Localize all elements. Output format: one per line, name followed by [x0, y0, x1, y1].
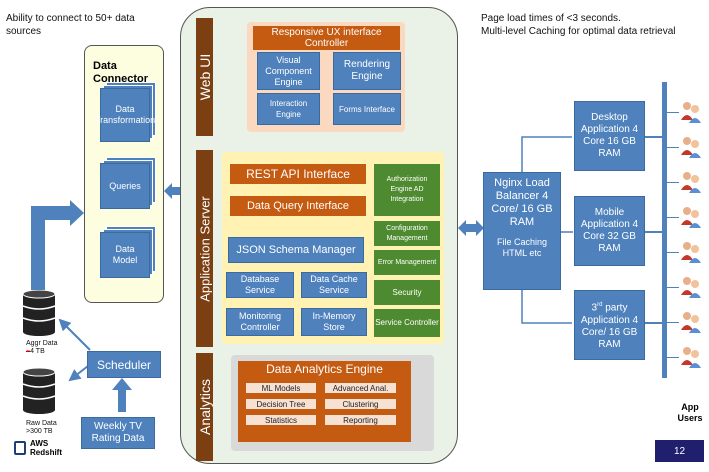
user-connector — [667, 322, 679, 323]
user-icon — [680, 100, 702, 124]
upload-arrow — [31, 206, 70, 290]
decision-tree-item[interactable]: Decision Tree — [245, 398, 317, 410]
ml-models-item[interactable]: ML Models — [245, 382, 317, 394]
nginx-desktop-arrow — [517, 136, 572, 180]
raw-database-icon — [22, 368, 56, 414]
user-icon — [680, 135, 702, 159]
scheduler-box[interactable]: Scheduler — [87, 351, 161, 378]
clustering-item[interactable]: Clustering — [324, 398, 397, 410]
analytics-engine-title: Data Analytics Engine — [266, 362, 383, 376]
database-service[interactable]: Database Service — [226, 272, 294, 298]
upload-arrow-head — [70, 200, 84, 226]
user-icon — [680, 275, 702, 299]
statistics-item[interactable]: Statistics — [245, 414, 317, 426]
desktop-application[interactable]: Desktop Application 4 Core 16 GB RAM — [574, 101, 645, 171]
connect-sources-note: Ability to connect to 50+ data sources — [6, 13, 135, 37]
nginx-title: Nginx Load Balancer 4 Core/ 16 GB RAM — [491, 177, 553, 228]
user-icon — [680, 170, 702, 194]
page-load-note: Page load times of <3 seconds. — [481, 13, 621, 24]
aws-redshift-logo: AWS Redshift — [14, 439, 74, 459]
queries-box: Queries — [100, 163, 150, 209]
user-icon — [680, 205, 702, 229]
caching-note: Multi-level Caching for optimal data ret… — [481, 26, 676, 37]
analytics-label: Analytics — [196, 378, 213, 436]
interaction-engine[interactable]: Interaction Engine — [257, 93, 320, 125]
forms-interface[interactable]: Forms Interface — [333, 93, 401, 125]
aggr-data-label: Aggr Data ~4 TB — [26, 340, 58, 355]
data-model-box: Data Model — [100, 232, 150, 278]
monitoring-controller[interactable]: Monitoring Controller — [226, 308, 294, 336]
in-memory-store[interactable]: In-Memory Store — [301, 308, 367, 336]
data-query-interface[interactable]: Data Query Interface — [230, 196, 366, 216]
third-party-application[interactable]: 3rd party Application 4 Core/ 16 GB RAM — [574, 290, 645, 360]
page-number: 12 — [655, 440, 704, 462]
error-management[interactable]: Error Management — [374, 250, 440, 275]
queries-stack[interactable]: Queries — [100, 157, 156, 215]
nginx-load-balancer[interactable]: Nginx Load Balancer 4 Core/ 16 GB RAM Fi… — [483, 172, 561, 290]
visual-component-engine[interactable]: Visual Component Engine — [257, 52, 320, 90]
redshift-icon — [14, 441, 26, 455]
data-cache-service[interactable]: Data Cache Service — [301, 272, 367, 298]
reporting-item[interactable]: Reporting — [324, 414, 397, 426]
user-icon — [680, 310, 702, 334]
file-caching-label: File Caching HTML etc — [496, 237, 548, 258]
analytics-bar: Analytics — [196, 353, 213, 461]
configuration-management[interactable]: Configuration Management — [374, 221, 440, 246]
weekly-tv-rating-box[interactable]: Weekly TV Rating Data — [81, 417, 155, 449]
raw-data-label: Raw Data >300 TB — [26, 420, 57, 435]
advanced-analytics-item[interactable]: Advanced Anal. — [324, 382, 397, 394]
scheduler-aggr-arrow — [58, 318, 91, 351]
server-nginx-arrow — [458, 220, 484, 236]
user-connector — [667, 182, 679, 183]
users-bus — [662, 82, 667, 378]
service-controller[interactable]: Service Controller — [374, 309, 440, 337]
user-connector — [667, 147, 679, 148]
user-connector — [667, 287, 679, 288]
app-users-label: App Users — [677, 402, 703, 423]
mobile-application[interactable]: Mobile Application 4 Core 32 GB RAM — [574, 196, 645, 266]
web-ui-label: Web UI — [196, 53, 213, 101]
nginx-third-arrow — [517, 282, 572, 324]
authorization-engine[interactable]: Authorization Engine AD Integration — [374, 164, 440, 216]
data-transformation-stack[interactable]: Data Transformation — [95, 82, 156, 148]
user-icon — [680, 240, 702, 264]
scheduler-raw-arrow — [68, 365, 89, 382]
user-connector — [667, 357, 679, 358]
data-transformation-box: Data Transformation — [95, 88, 155, 142]
aggr-database-icon — [22, 290, 56, 336]
user-connector — [667, 252, 679, 253]
security-box[interactable]: Security — [374, 280, 440, 305]
user-connector — [667, 217, 679, 218]
json-schema-manager[interactable]: JSON Schema Manager — [228, 237, 364, 263]
rendering-engine[interactable]: Rendering Engine — [333, 52, 401, 90]
user-icon — [680, 345, 702, 369]
ux-controller-box[interactable]: Responsive UX interface Controller — [253, 26, 400, 50]
application-server-bar: Application Server — [196, 150, 213, 347]
web-ui-bar: Web UI — [196, 18, 213, 136]
data-model-stack[interactable]: Data Model — [100, 226, 156, 284]
rest-api-interface[interactable]: REST API Interface — [230, 164, 366, 184]
user-connector — [667, 112, 679, 113]
application-server-label: Application Server — [197, 195, 212, 302]
